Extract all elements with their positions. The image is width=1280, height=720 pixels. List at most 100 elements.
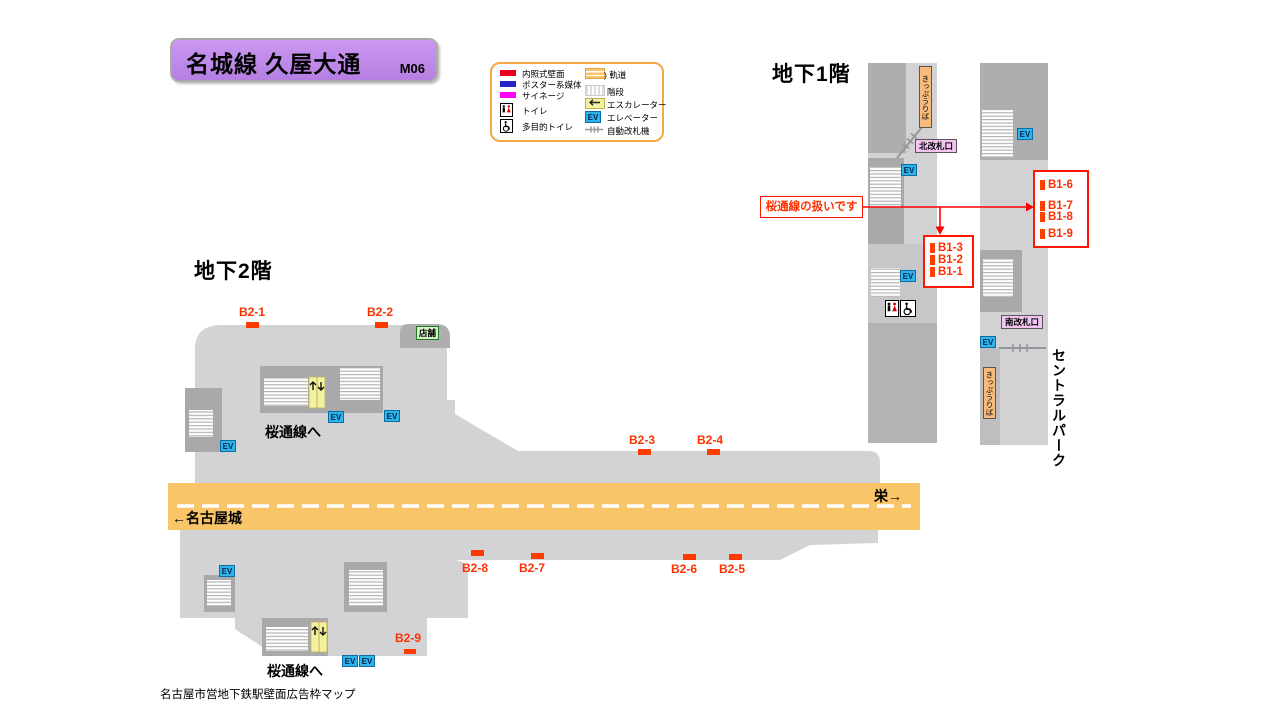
- ad-spot-label: B2-9: [395, 631, 422, 645]
- legend-label: エレベーター: [607, 113, 659, 123]
- elevator-badge: EV: [900, 270, 916, 282]
- north-gate-label: 北改札口: [915, 139, 958, 153]
- stairs-hatch: [207, 580, 231, 606]
- stairs-hatch: [264, 378, 308, 406]
- ad-spot-marker: [1040, 201, 1045, 211]
- elevator-badge: EV: [384, 410, 400, 422]
- ad-spot-label: B1-7: [1048, 200, 1073, 212]
- ad-spot-row: B1-1: [930, 266, 963, 278]
- ad-spot-label: B1-6: [1048, 179, 1073, 191]
- b1-spot-group-a: B1-3 B1-2 B1-1: [923, 235, 974, 288]
- elevator-badge: EV: [901, 164, 917, 176]
- escalator-arrow-icon: [588, 99, 600, 106]
- ad-spot-label: B2-2: [367, 305, 394, 319]
- toilet-icon: [885, 300, 899, 317]
- toilet-icon: [500, 103, 513, 117]
- elevator-badge: EV: [219, 565, 235, 577]
- ad-spot-label: B2-1: [239, 305, 266, 319]
- nagoya-castle-label: ←名古屋城: [172, 510, 242, 526]
- ad-spot-marker: [707, 449, 720, 455]
- ad-spot-marker: [930, 267, 935, 277]
- b1-right-corridor: [980, 63, 1048, 445]
- ticket-office-label: きっぷうりば: [983, 367, 996, 419]
- ad-spot-marker: [930, 255, 935, 265]
- elevator-badge: EV: [980, 336, 996, 348]
- ad-spot-marker: [930, 243, 935, 253]
- track-swatch: [585, 68, 605, 79]
- lit-wall-swatch: [500, 70, 516, 76]
- ad-spot-row: B1-2: [930, 254, 963, 266]
- elevator-badge: EV: [359, 655, 375, 667]
- legend-label: サイネージ: [522, 91, 565, 101]
- ad-spot-marker: [1040, 212, 1045, 222]
- ad-spot-row: B1-9: [1040, 228, 1073, 240]
- signage-swatch: [500, 92, 516, 98]
- stairs-hatch: [266, 627, 308, 651]
- ad-spot-label: B2-5: [719, 562, 746, 576]
- escalator-icon: [308, 376, 326, 409]
- ad-spot-label: B2-6: [671, 562, 698, 576]
- ad-spot-label: B1-2: [938, 254, 963, 266]
- ad-spot-label: B2-3: [629, 433, 656, 447]
- sakura-line-label: 桜通線へ: [267, 663, 323, 679]
- ad-spot-marker: [638, 449, 651, 455]
- central-park-label: セントラルパーク: [1051, 348, 1067, 468]
- ad-spot-marker: [375, 322, 388, 328]
- stairs-hatch: [340, 368, 380, 400]
- ticket-office-label: きっぷうりば: [919, 66, 932, 128]
- elevator-swatch: EV: [585, 111, 601, 123]
- ad-spot-label: B2-8: [462, 561, 489, 575]
- ad-spot-marker: [404, 649, 416, 654]
- b2-concourse-shape: [195, 325, 880, 484]
- legend-label: トイレ: [522, 106, 548, 116]
- ad-spot-marker: [246, 322, 259, 328]
- ad-spot-label: B1-1: [938, 266, 963, 278]
- ticket-gate-icon: [999, 344, 1046, 352]
- accessible-toilet-icon: [500, 119, 513, 133]
- ad-spot-label: B2-4: [697, 433, 724, 447]
- elevator-badge: EV: [328, 411, 344, 423]
- annotation-arrow: [860, 202, 1034, 235]
- escalator-icon: [310, 621, 328, 653]
- legend: 内照式壁面 ポスター系媒体 サイネージ トイレ 多目的トイレ ) 軌道 階段 エ…: [490, 62, 667, 142]
- ad-spot-marker: [729, 554, 742, 560]
- accessible-toilet-icon: [900, 300, 916, 317]
- b1-floor-heading: 地下1階: [772, 63, 851, 86]
- b2-floor-heading: 地下2階: [194, 260, 273, 283]
- escalator-swatch: [585, 98, 605, 109]
- ad-spot-marker: [683, 554, 696, 560]
- b2-platform-lower: [180, 530, 878, 560]
- stairs-swatch: [585, 85, 605, 96]
- ad-spot-row: B1-3: [930, 242, 963, 254]
- station-title-text: 名城線 久屋大通: [186, 51, 362, 77]
- legend-label: 階段: [607, 87, 625, 97]
- south-gate-label: 南改札口: [1001, 315, 1044, 329]
- legend-label: 内照式壁面: [522, 69, 565, 79]
- elevator-badge: EV: [1017, 128, 1033, 140]
- ad-spot-marker: [1040, 229, 1045, 239]
- ad-spot-label: B1-9: [1048, 228, 1073, 240]
- legend-label: ) 軌道: [604, 70, 627, 80]
- ad-spot-row: B1-6: [1040, 179, 1073, 191]
- legend-label: 自動改札機: [607, 126, 650, 136]
- elevator-badge: EV: [342, 655, 358, 667]
- ad-spot-row: B1-8: [1040, 211, 1073, 223]
- legend-label: ポスター系媒体: [522, 80, 582, 90]
- b1-spot-group-b: B1-6 B1-7 B1-8 B1-9: [1033, 170, 1089, 248]
- shop-label: 店舗: [416, 326, 440, 340]
- stairs-hatch: [349, 570, 383, 606]
- ticket-gate-icon: [585, 126, 603, 133]
- ad-spot-marker: [1040, 180, 1045, 190]
- footer-note: 名古屋市営地下鉄駅壁面広告枠マップ: [160, 689, 356, 701]
- station-title: 名城線 久屋大通 M06: [170, 38, 438, 82]
- ad-spot-label: B1-3: [938, 242, 963, 254]
- stairs-hatch: [189, 410, 213, 437]
- sakae-label: 栄→: [874, 488, 902, 504]
- poster-swatch: [500, 81, 516, 87]
- legend-label: 多目的トイレ: [522, 122, 574, 132]
- ad-spot-row: B1-7: [1040, 200, 1073, 212]
- ticket-gate-icon: [896, 126, 923, 159]
- ad-spot-marker: [471, 550, 484, 556]
